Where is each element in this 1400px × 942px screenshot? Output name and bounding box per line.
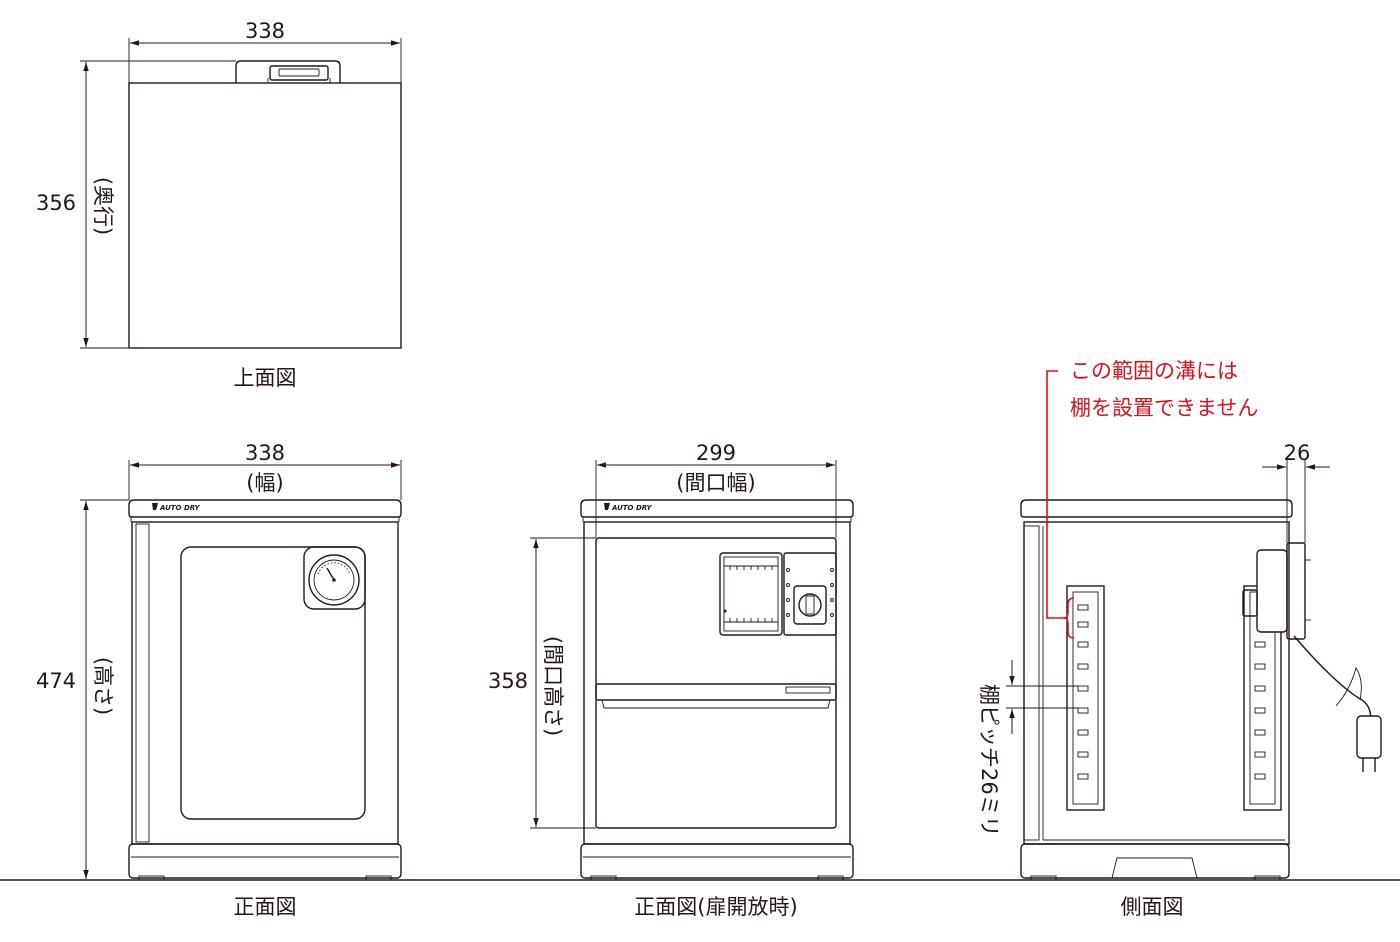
front-window bbox=[180, 546, 366, 820]
front-width-note: (幅) bbox=[246, 471, 283, 495]
power-plug-icon bbox=[1293, 635, 1382, 772]
front-width-label: 338 bbox=[245, 441, 285, 465]
side-dehumidifier-unit bbox=[1242, 542, 1311, 640]
open-view-caption: 正面図(扉開放時) bbox=[634, 895, 797, 919]
front-lid bbox=[128, 499, 402, 518]
open-base bbox=[580, 843, 854, 879]
top-depth-label: 356 bbox=[36, 191, 76, 215]
note-line-1: この範囲の溝には bbox=[1070, 359, 1238, 383]
open-height-label: 358 bbox=[488, 669, 528, 693]
open-interior bbox=[595, 537, 837, 829]
side-depth-label: 26 bbox=[1284, 441, 1311, 465]
top-width-label: 338 bbox=[245, 19, 285, 43]
top-handle bbox=[235, 60, 341, 83]
note-brace bbox=[1063, 597, 1075, 639]
open-shelf bbox=[595, 683, 837, 709]
dehumidifier-unit bbox=[719, 552, 837, 636]
open-view: AUTO DRY bbox=[488, 441, 854, 919]
front-view-caption: 正面図 bbox=[234, 895, 297, 919]
front-brand: AUTO DRY bbox=[159, 504, 201, 512]
top-depth-note: (奥行) bbox=[91, 177, 115, 235]
side-door-edge bbox=[1023, 525, 1040, 841]
open-width-label: 299 bbox=[696, 441, 736, 465]
open-body bbox=[583, 521, 851, 845]
top-view: 338 356 (奥行) 上面図 bbox=[36, 19, 402, 390]
front-height-note: (高さ) bbox=[91, 657, 115, 715]
front-view: AUTO DRY 338 (幅) 474 (高さ) 正面図 bbox=[36, 441, 402, 919]
side-view-caption: 側面図 bbox=[1121, 895, 1184, 919]
open-brand: AUTO DRY bbox=[611, 504, 653, 512]
note-line-2: 棚を設置できません bbox=[1070, 396, 1258, 420]
front-body bbox=[131, 521, 399, 845]
no-shelf-note: この範囲の溝には 棚を設置できません bbox=[1046, 359, 1258, 639]
hygrometer-icon bbox=[303, 546, 366, 610]
open-width-note: (間口幅) bbox=[676, 471, 755, 495]
open-height-note: (間口高さ) bbox=[541, 636, 565, 736]
shelf-pitch-label: 棚ピッチ26ミリ bbox=[977, 684, 1001, 837]
side-lid bbox=[1020, 499, 1293, 518]
side-body bbox=[1023, 521, 1290, 845]
open-lid bbox=[580, 499, 854, 518]
side-view: この範囲の溝には 棚を設置できません 26 棚ピッチ26ミリ 側面図 bbox=[977, 359, 1382, 919]
side-base bbox=[1020, 843, 1290, 879]
top-view-body bbox=[128, 82, 402, 349]
note-leader-line bbox=[1046, 370, 1066, 619]
front-base bbox=[128, 843, 402, 879]
top-view-caption: 上面図 bbox=[234, 366, 297, 390]
front-height-label: 474 bbox=[36, 669, 76, 693]
side-shelf-rail-left bbox=[1066, 585, 1105, 811]
